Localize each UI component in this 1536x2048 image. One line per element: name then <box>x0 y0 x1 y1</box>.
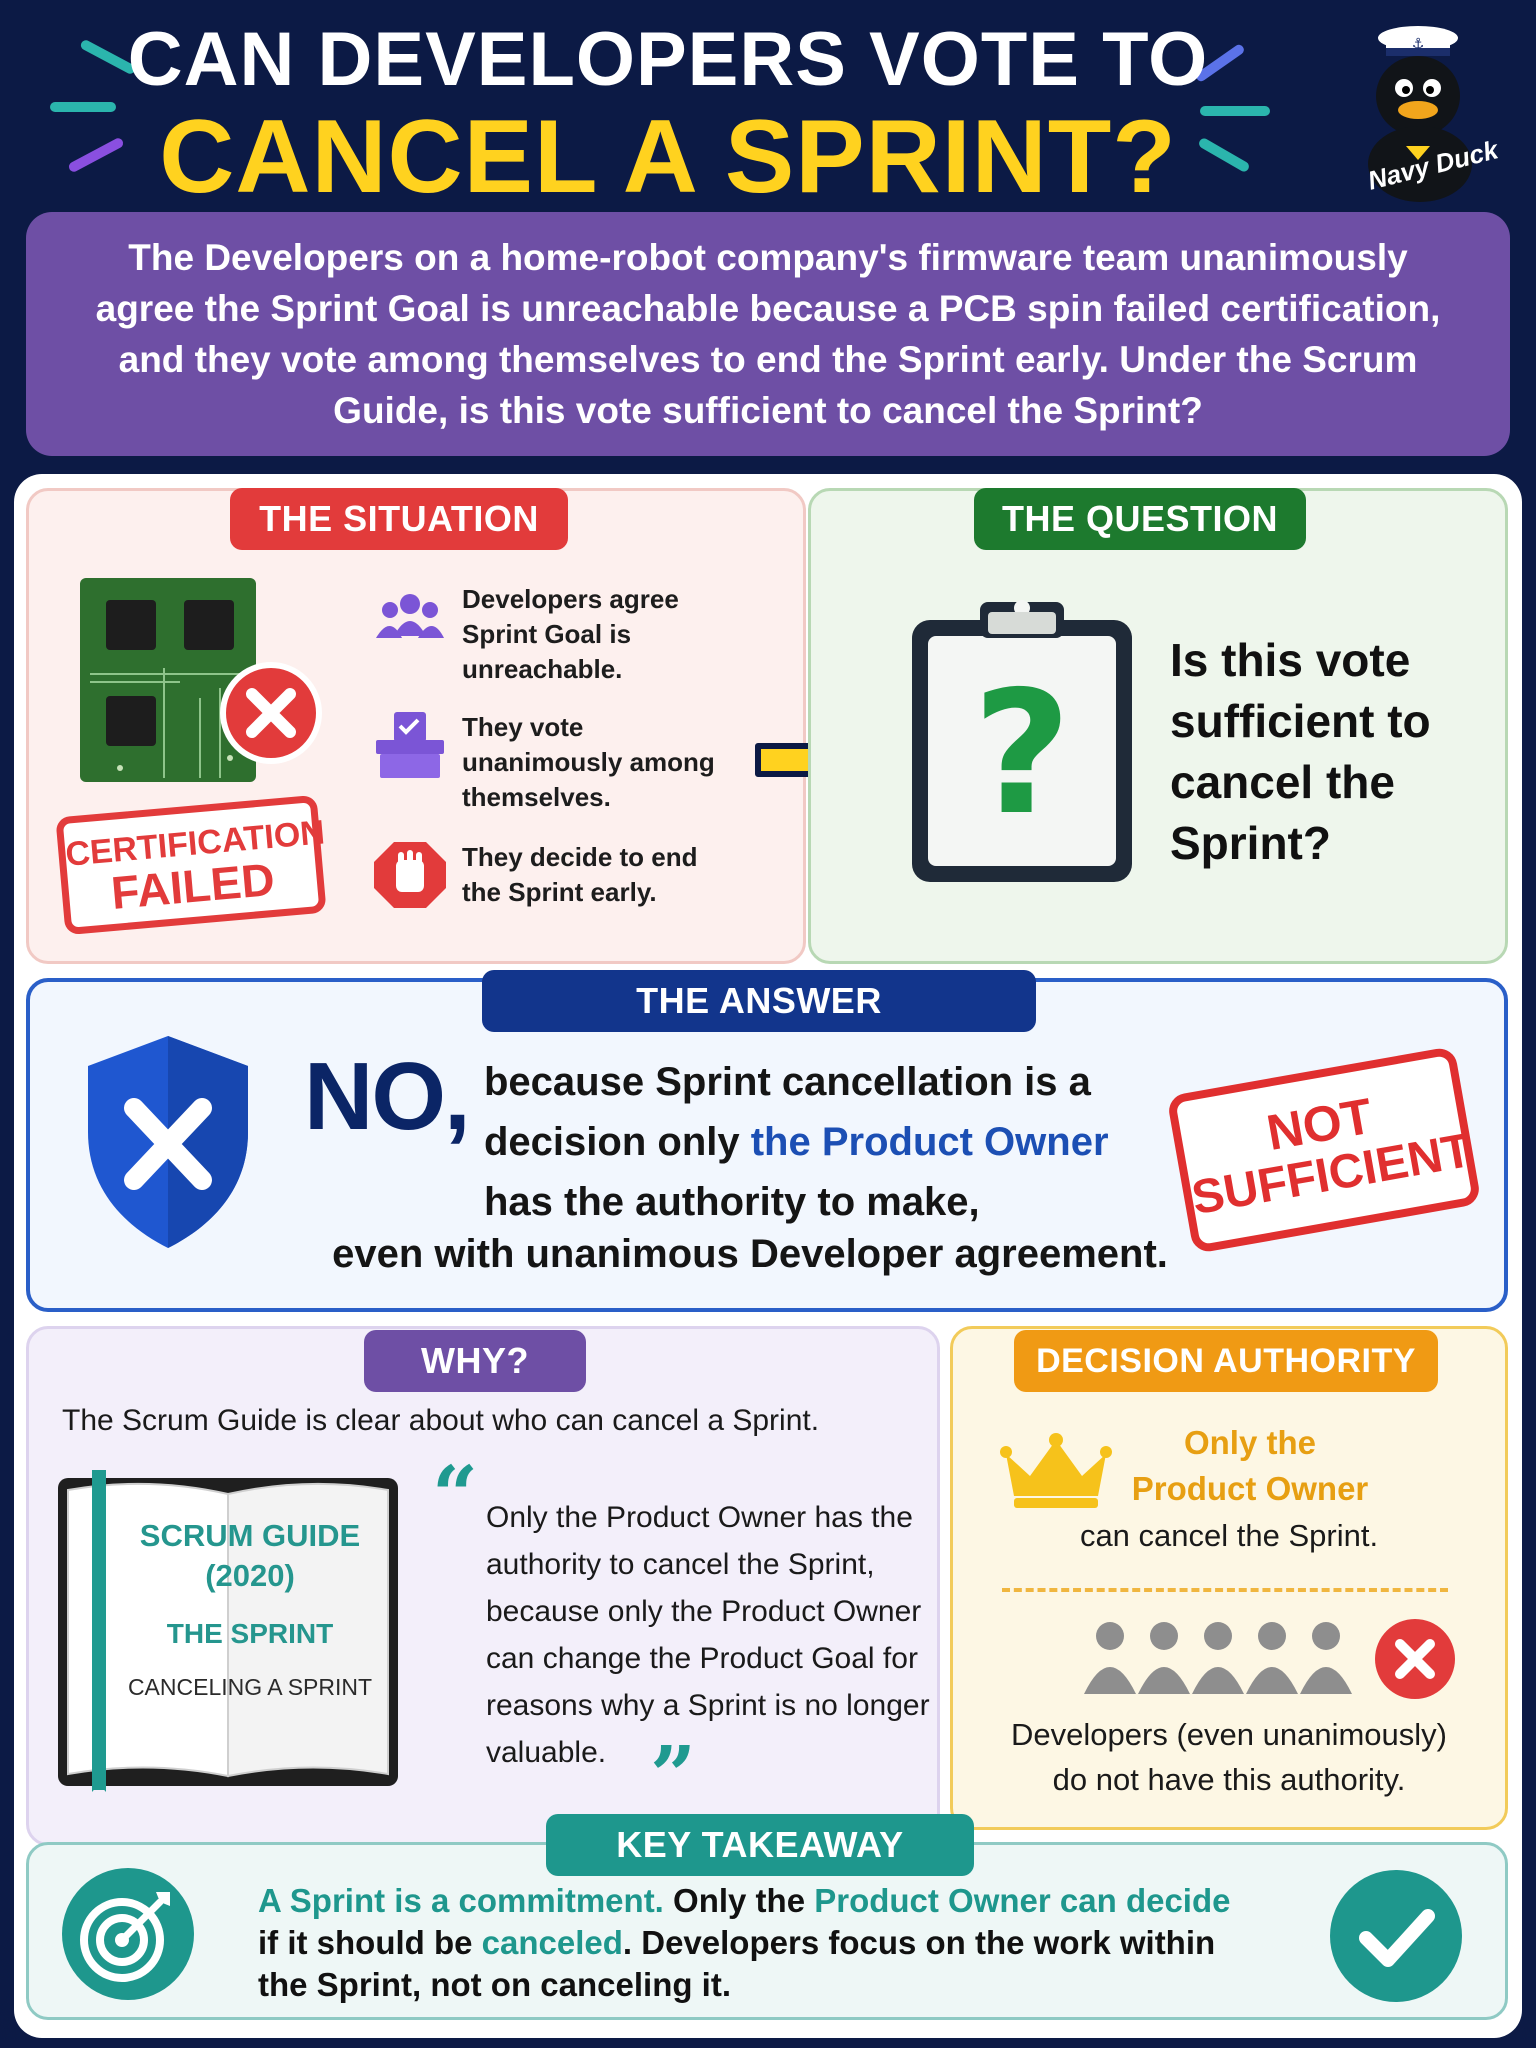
situation-item-text: Developers agree Sprint Goal is unreacha… <box>462 584 679 684</box>
situation-item-text: They decide to end the Sprint early. <box>462 842 698 907</box>
pcb-board-icon <box>80 578 256 782</box>
people-icon <box>376 594 444 638</box>
scrum-guide-quote: Only the Product Owner has the authority… <box>486 1501 930 1769</box>
situation-badge: THE SITUATION <box>230 488 568 550</box>
svg-text:?: ? <box>973 655 1072 853</box>
situation-item-text: They vote unanimously among themselves. <box>462 712 715 812</box>
navy-duck-logo-icon: ⚓ <box>1368 26 1472 202</box>
situation-item: Developers agree Sprint Goal is unreacha… <box>372 582 722 687</box>
certification-failed-stamp: CERTIFICATION FAILED <box>55 794 327 936</box>
decision-po-line-3: can cancel the Sprint. <box>1079 1518 1379 1553</box>
why-badge: WHY? <box>364 1330 586 1392</box>
key-text-part: Only the <box>663 1882 815 1919</box>
key-commitment: A Sprint is a commitment. <box>258 1882 664 1919</box>
answer-line-2-pre: decision only <box>484 1120 751 1164</box>
book-year: (2020) <box>205 1558 295 1593</box>
decision-developers: Developers (even unanimously) do not hav… <box>950 1712 1508 1802</box>
open-quote-icon: “ <box>432 1448 479 1542</box>
answer-badge: THE ANSWER <box>482 970 1036 1032</box>
key-canceled: canceled <box>481 1924 623 1961</box>
stop-hand-icon <box>374 842 446 908</box>
why-intro: The Scrum Guide is clear about who can c… <box>62 1404 820 1437</box>
answer-product-owner: the Product Owner <box>750 1120 1109 1164</box>
checkmark-icon <box>1330 1870 1462 2002</box>
denied-x-icon <box>1375 1619 1455 1699</box>
clipboard-question-icon: ? <box>912 600 1132 882</box>
key-po-decide: Product Owner can decide <box>814 1882 1231 1919</box>
question-text: Is this vote sufficient to cancel the Sp… <box>1170 634 1431 869</box>
decision-dev-line-2: do not have this authority. <box>1052 1762 1406 1797</box>
key-takeaway-text: A Sprint is a commitment. Only the Produ… <box>258 1880 1258 2006</box>
key-text-part: . Developers focus on the work within <box>622 1924 1216 1961</box>
title-line-1: CAN DEVELOPERS VOTE TO <box>127 17 1209 102</box>
shield-x-icon <box>88 1036 248 1248</box>
scrum-guide-book-icon <box>58 1470 398 1792</box>
decision-po-line-2: Product Owner <box>1131 1470 1369 1507</box>
answer-explanation: because Sprint cancellation is a decisio… <box>484 1052 1109 1232</box>
answer-line-4: even with unanimous Developer agreement. <box>332 1232 1168 1276</box>
answer-line-3: has the authority to make, <box>484 1180 980 1224</box>
developers-group-icon <box>1084 1622 1352 1694</box>
key-line-2: if it should be canceled. Developers foc… <box>258 1922 1258 1964</box>
decision-badge: DECISION AUTHORITY <box>1014 1330 1438 1392</box>
answer-line-1: because Sprint cancellation is a <box>484 1060 1091 1104</box>
decision-dev-line-1: Developers (even unanimously) <box>1011 1717 1447 1752</box>
decor-ray <box>50 102 116 112</box>
intro-box: The Developers on a home-robot company's… <box>26 212 1510 456</box>
ballot-box-icon <box>376 712 444 778</box>
intro-text: The Developers on a home-robot company's… <box>95 237 1441 431</box>
key-text-part: if it should be <box>258 1924 482 1961</box>
error-x-icon <box>220 662 322 764</box>
situation-item: They decide to end the Sprint early. <box>372 840 722 910</box>
title-line-2: CANCEL A SPRINT? <box>159 99 1177 215</box>
decision-po-line-1: Only the <box>1183 1424 1317 1461</box>
decision-authority-card <box>950 1326 1508 1830</box>
svg-text:⚓: ⚓ <box>1412 36 1425 52</box>
crown-icon <box>1000 1433 1112 1508</box>
decision-po: Only the Product Owner <box>1120 1420 1380 1512</box>
question-badge: THE QUESTION <box>974 488 1306 550</box>
key-line-3: the Sprint, not on canceling it. <box>258 1966 732 2003</box>
book-title: SCRUM GUIDE <box>139 1518 361 1553</box>
target-icon <box>62 1868 194 2000</box>
divider <box>1002 1588 1448 1592</box>
book-subsection: CANCELING A SPRINT <box>127 1674 373 1700</box>
situation-item: They vote unanimously among themselves. <box>372 710 722 815</box>
key-line-1: A Sprint is a commitment. Only the Produ… <box>258 1880 1258 1922</box>
answer-line-2: decision only the Product Owner <box>484 1112 1109 1172</box>
close-quote-icon: ” <box>650 1728 697 1822</box>
decor-ray <box>1200 106 1270 116</box>
answer-no: NO, <box>304 1043 471 1150</box>
key-takeaway-badge: KEY TAKEAWAY <box>546 1814 974 1876</box>
book-section: THE SPRINT <box>166 1618 334 1649</box>
